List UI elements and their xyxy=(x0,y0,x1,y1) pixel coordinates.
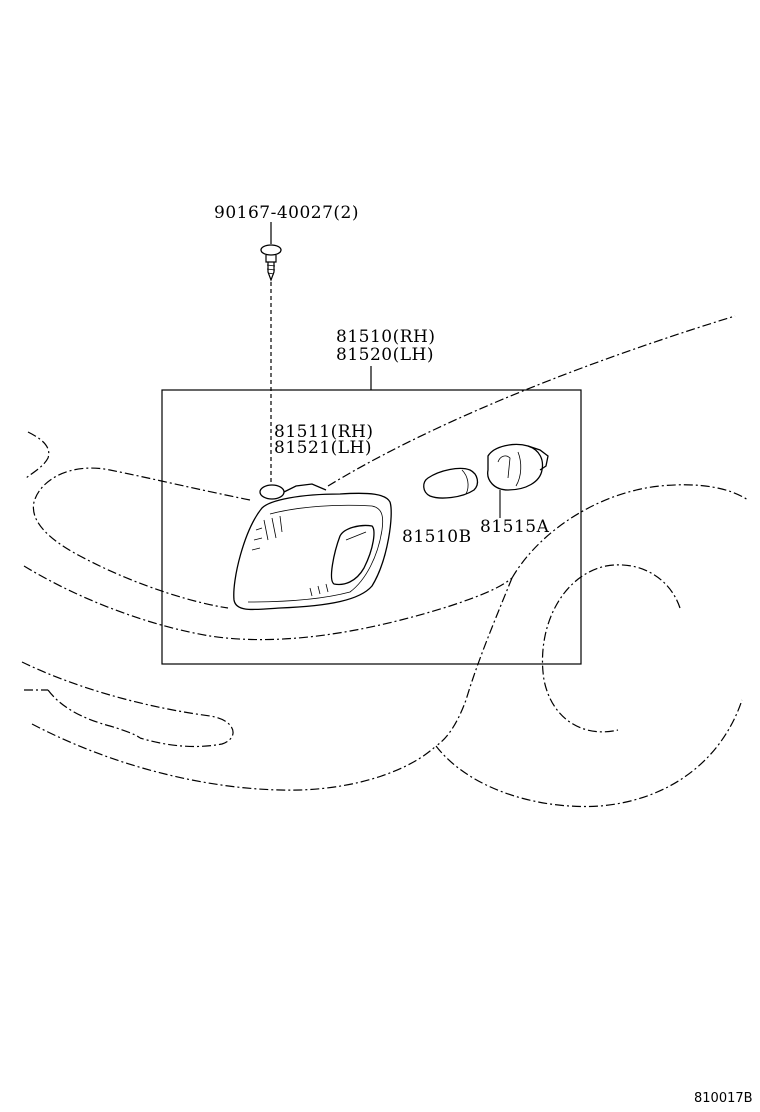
bulb-icon xyxy=(423,467,479,499)
lens-rh-part-number: 81511(RH) xyxy=(274,422,373,442)
socket-part-number: 81515A xyxy=(480,517,550,537)
assembly-lh-part-number: 81520(LH) xyxy=(336,345,434,365)
screw-icon xyxy=(260,222,282,282)
socket-icon xyxy=(487,443,549,518)
bulb-part-number: 81510B xyxy=(402,527,472,547)
lens-lh-part-number: 81521(LH) xyxy=(274,438,372,458)
diagram-reference: 810017B xyxy=(694,1091,753,1106)
assembly-rh-part-number: 81510(RH) xyxy=(336,327,435,347)
screw-part-number: 90167-40027(2) xyxy=(214,203,359,223)
car-body-outline xyxy=(21,315,749,808)
corner-lamp-icon xyxy=(233,483,392,611)
